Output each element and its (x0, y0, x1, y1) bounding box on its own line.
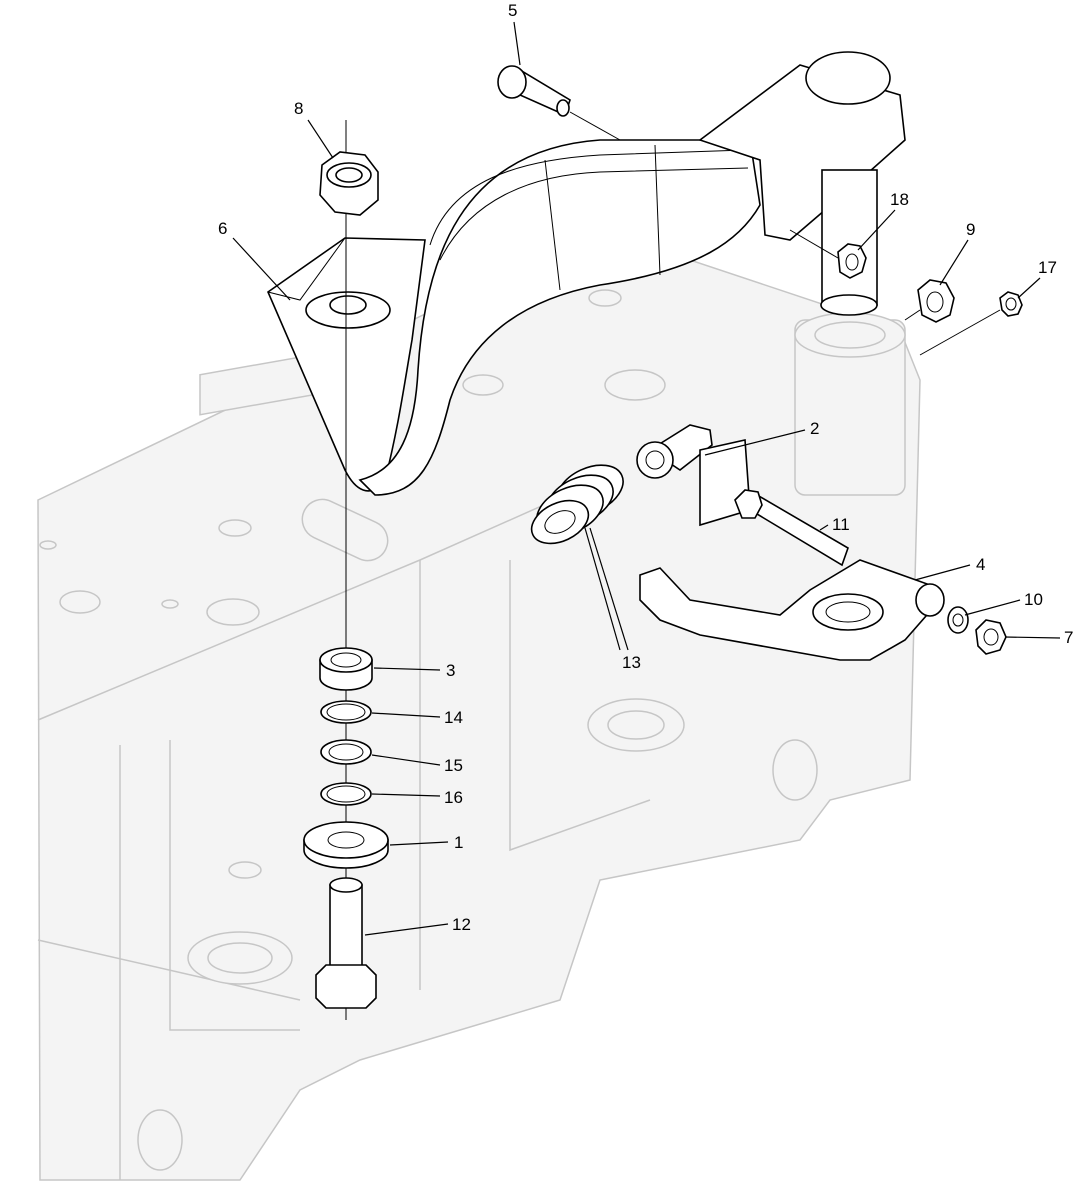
callout-18: 18 (890, 190, 909, 209)
grease-fitting-part-17 (919, 291, 1023, 356)
callout-17: 17 (1038, 258, 1057, 277)
washer-part-10 (947, 606, 969, 634)
bolt-part-11 (734, 489, 849, 567)
pedal-lever (267, 51, 906, 496)
callout-7: 7 (1064, 628, 1073, 647)
callout-9: 9 (966, 220, 975, 239)
callout-16: 16 (444, 788, 463, 807)
nut-part-8 (319, 151, 379, 216)
callout-11: 11 (832, 515, 850, 534)
callout-2: 2 (810, 419, 819, 438)
callout-1: 1 (454, 833, 463, 852)
callout-15: 15 (444, 756, 463, 775)
callout-5: 5 (508, 1, 517, 20)
callout-12: 12 (452, 915, 471, 934)
washer-part-14 (320, 700, 372, 724)
callout-4: 4 (976, 555, 985, 574)
callout-14: 14 (444, 708, 463, 727)
callout-13: 13 (622, 653, 641, 672)
callout-6: 6 (218, 219, 227, 238)
chassis-frame (37, 229, 921, 1181)
callout-labels: 5 8 6 18 9 17 2 11 4 10 7 13 3 14 15 16 … (218, 1, 1073, 934)
callout-8: 8 (294, 99, 303, 118)
arm-part-4 (639, 559, 945, 661)
nut-part-7 (975, 619, 1007, 655)
spring-part-13 (530, 464, 624, 545)
callout-3: 3 (446, 661, 455, 680)
washer-part-1 (303, 821, 389, 869)
washer-part-16 (320, 782, 372, 806)
bushing-part-3 (319, 647, 373, 691)
nut-part-18 (789, 229, 867, 279)
leader-lines (232, 21, 1061, 936)
bolt-part-12 (315, 877, 377, 1009)
nut-part-9 (904, 279, 955, 323)
callout-10: 10 (1024, 590, 1043, 609)
bolt-part-5 (497, 65, 621, 141)
washer-part-15 (320, 739, 372, 765)
